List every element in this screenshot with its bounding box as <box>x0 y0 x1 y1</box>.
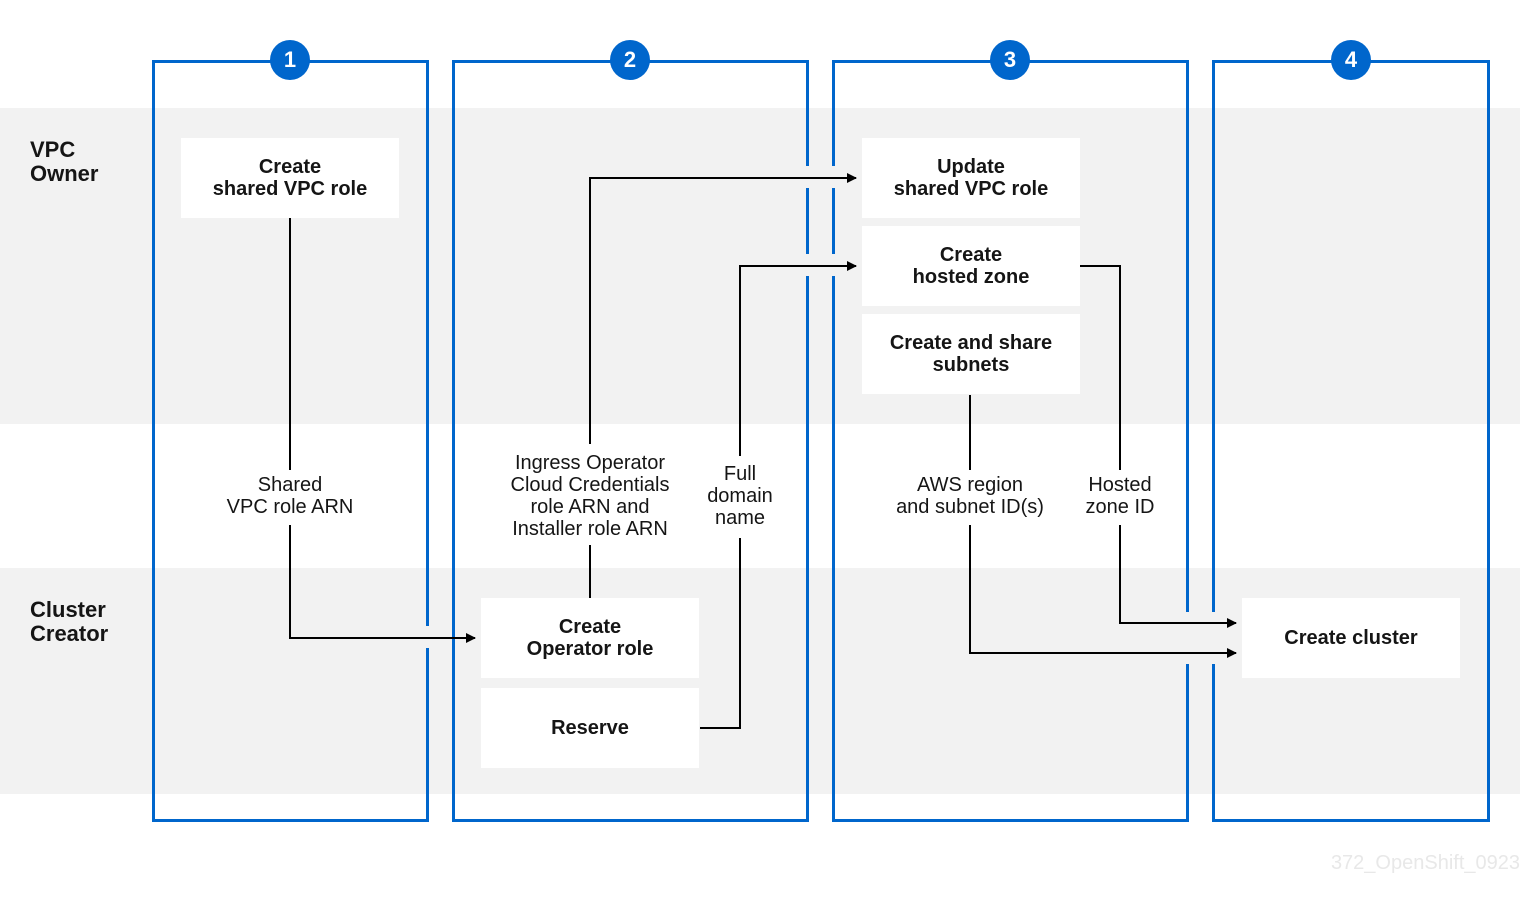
create-cluster-box: Create cluster <box>1242 598 1460 678</box>
create-operator-role-box: Create Operator role <box>481 598 699 678</box>
shared-vpc-role-arn-label: Shared VPC role ARN <box>226 474 354 518</box>
reserve-box: Reserve <box>481 688 699 768</box>
cluster-creator-label: Cluster Creator <box>30 597 109 646</box>
line-reserve-to-domain-label <box>700 538 741 729</box>
create-shared-vpc-role-box: Create shared VPC role <box>181 138 399 218</box>
step-1-badge: 1 <box>270 40 310 80</box>
aws-region-subnets-label: AWS region and subnet ID(s) <box>896 474 1044 518</box>
full-domain-name-label: Full domain name <box>707 463 773 529</box>
arrow-ingress-to-update-role <box>589 173 857 444</box>
step-2-badge: 2 <box>610 40 650 80</box>
ingress-operator-label: Ingress Operator Cloud Credentials role … <box>510 452 670 540</box>
hosted-zone-id-label: Hosted zone ID <box>1085 474 1155 518</box>
line-hosted-zone-to-id-label <box>1080 265 1121 470</box>
arrow-region-to-create-cluster <box>969 525 1237 658</box>
create-and-share-subnets-box: Create and share subnets <box>862 314 1080 394</box>
arrow-zone-id-to-create-cluster <box>1119 525 1237 628</box>
create-hosted-zone-box: Create hosted zone <box>862 226 1080 306</box>
figure-id-watermark: 372_OpenShift_0923 <box>1330 852 1520 874</box>
arrow-arn-to-operator-role <box>289 525 476 643</box>
arrow-domain-to-hosted-zone <box>739 261 857 456</box>
update-shared-vpc-role-box: Update shared VPC role <box>862 138 1080 218</box>
step-3-badge: 3 <box>990 40 1030 80</box>
vpc-owner-label: VPC Owner <box>30 137 99 186</box>
step-4-badge: 4 <box>1331 40 1371 80</box>
